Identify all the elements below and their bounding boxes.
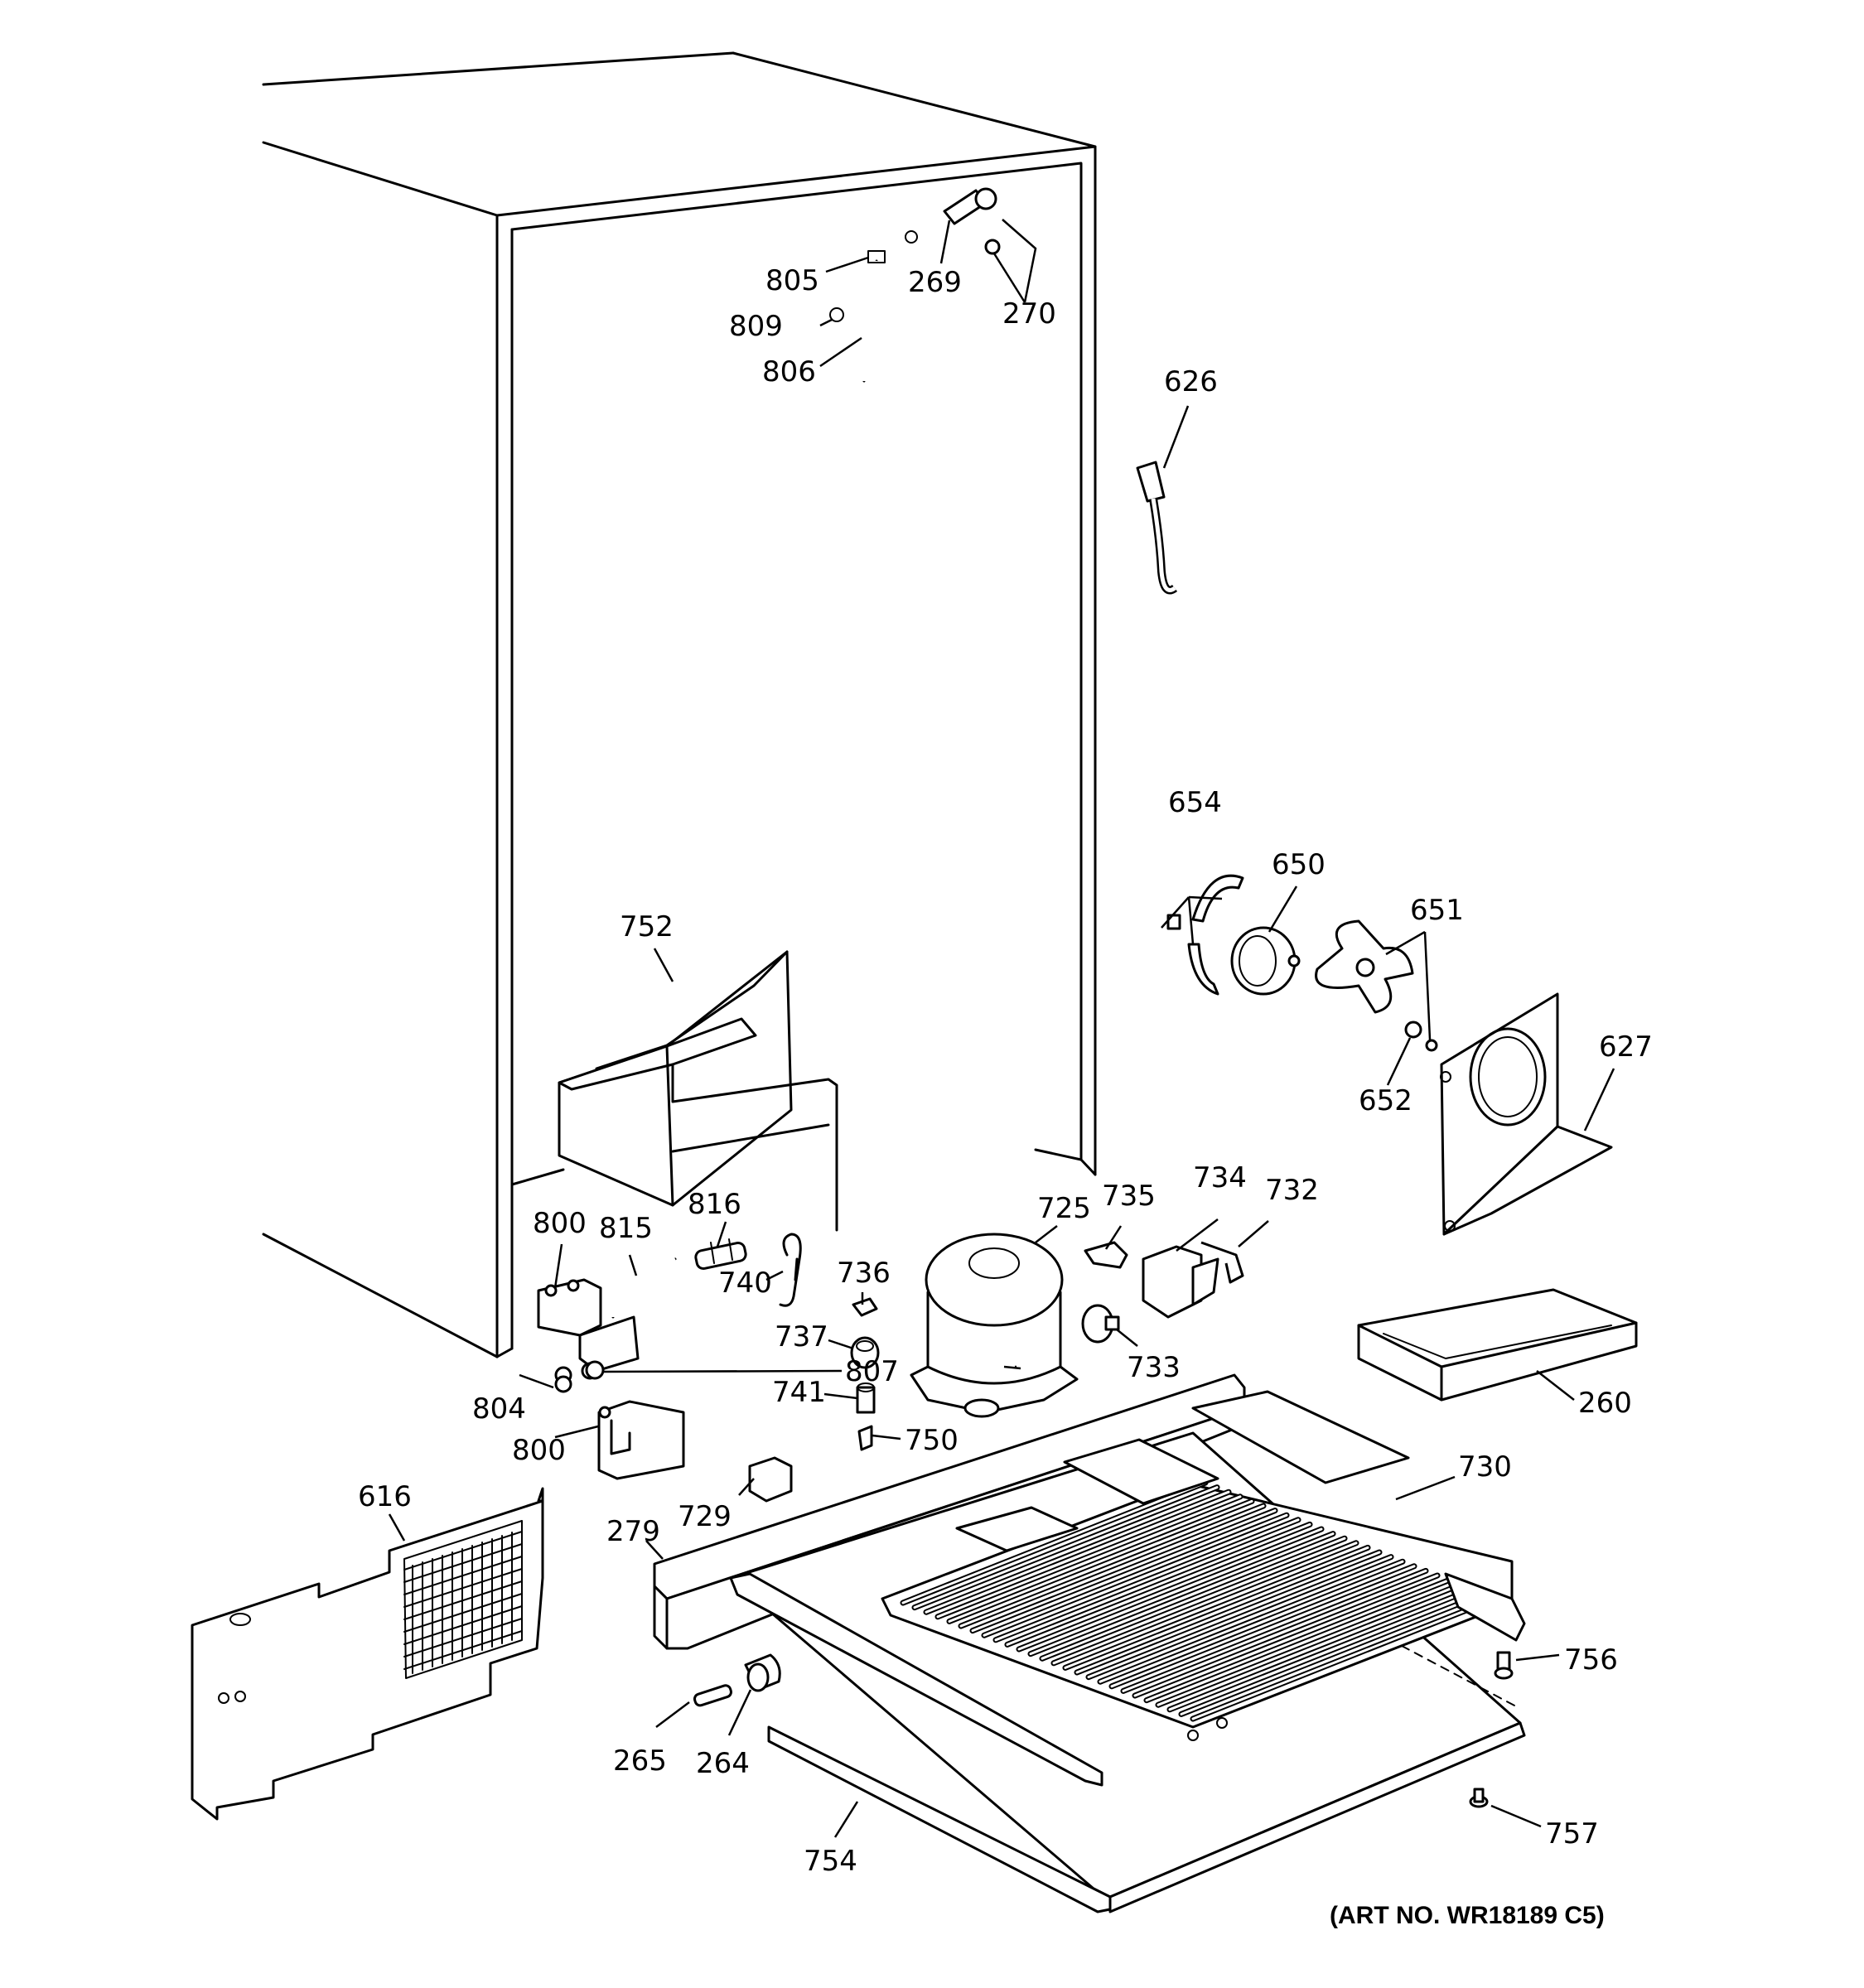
cover-732 bbox=[1200, 1241, 1244, 1284]
fan-bracket-654 bbox=[1166, 874, 1244, 996]
compressor-725 bbox=[910, 1233, 1079, 1418]
coil-tube-highlight bbox=[1029, 1532, 1335, 1656]
label-732: 732 bbox=[1265, 1174, 1319, 1207]
fitting-816 bbox=[694, 1238, 747, 1271]
coil-tube-highlight bbox=[1017, 1527, 1323, 1651]
label-260: 260 bbox=[1578, 1387, 1632, 1420]
label-815: 815 bbox=[599, 1212, 653, 1245]
coil-tube-highlight bbox=[1099, 1560, 1404, 1683]
coil-tube-highlight bbox=[1064, 1546, 1369, 1669]
label-816: 816 bbox=[688, 1188, 741, 1221]
label-269: 269 bbox=[908, 266, 962, 299]
capacitor-729 bbox=[748, 1456, 793, 1503]
drain-pan-260 bbox=[1357, 1288, 1638, 1402]
leveling-legs bbox=[1469, 1651, 1514, 1808]
label-757: 757 bbox=[1545, 1817, 1599, 1850]
coil-tube-highlight bbox=[1168, 1588, 1474, 1711]
label-737: 737 bbox=[775, 1320, 828, 1353]
label-729: 729 bbox=[678, 1500, 732, 1533]
label-654: 654 bbox=[1168, 786, 1222, 819]
label-616: 616 bbox=[358, 1480, 412, 1513]
compressor-compartment-752 bbox=[558, 950, 838, 1232]
coil-tube-highlight bbox=[1041, 1537, 1346, 1660]
coil-tube-highlight bbox=[1191, 1597, 1497, 1720]
condenser-coil-730 bbox=[881, 1390, 1526, 1729]
relay-734 bbox=[1142, 1245, 1219, 1319]
coil-tube-highlight bbox=[1075, 1551, 1381, 1674]
overload-733 bbox=[1081, 1304, 1120, 1344]
coil-tube-highlight bbox=[1133, 1574, 1439, 1697]
coil-tube-highlight bbox=[983, 1513, 1288, 1637]
part-labels: 805 809 806 269 270 626 654 650 651 627 … bbox=[358, 264, 1653, 1929]
label-800-bracket: 800 bbox=[512, 1434, 566, 1467]
valve-bracket-800 bbox=[597, 1400, 685, 1480]
label-734: 734 bbox=[1193, 1161, 1247, 1194]
label-800-valve: 800 bbox=[533, 1207, 587, 1240]
spacer-264-265 bbox=[693, 1653, 781, 1707]
label-627: 627 bbox=[1599, 1030, 1653, 1064]
label-735: 735 bbox=[1102, 1180, 1156, 1213]
coil-tube-highlight bbox=[1157, 1583, 1462, 1706]
label-806: 806 bbox=[762, 355, 816, 388]
coil-tube-highlight bbox=[1180, 1592, 1485, 1715]
fan-motor-650 bbox=[1230, 926, 1301, 996]
label-651: 651 bbox=[1410, 894, 1464, 927]
label-725: 725 bbox=[1037, 1192, 1091, 1225]
coil-tube-highlight bbox=[971, 1509, 1277, 1633]
coil-tube-highlight bbox=[901, 1481, 1207, 1604]
coil-tube-highlight bbox=[1122, 1569, 1427, 1692]
leader-lines bbox=[388, 219, 1615, 1838]
label-752: 752 bbox=[620, 910, 674, 943]
label-279: 279 bbox=[606, 1515, 660, 1548]
label-809: 809 bbox=[729, 310, 783, 343]
label-740: 740 bbox=[718, 1267, 772, 1300]
label-754: 754 bbox=[804, 1845, 857, 1878]
label-730: 730 bbox=[1458, 1450, 1512, 1484]
art-number: (ART NO. WR18189 C5) bbox=[1330, 1902, 1605, 1929]
coil-tube-highlight bbox=[1052, 1542, 1358, 1665]
label-270: 270 bbox=[1002, 297, 1056, 331]
clip-740 bbox=[779, 1233, 802, 1307]
coil-rows bbox=[900, 1479, 1499, 1722]
coil-tube-highlight bbox=[913, 1486, 1219, 1609]
label-736: 736 bbox=[837, 1257, 891, 1290]
coil-tube-highlight bbox=[936, 1495, 1242, 1619]
grille-616 bbox=[403, 1531, 523, 1674]
label-652: 652 bbox=[1359, 1084, 1412, 1117]
label-650: 650 bbox=[1272, 848, 1326, 881]
grommets bbox=[850, 1297, 880, 1451]
refrigerator-cabinet bbox=[262, 51, 1097, 1358]
label-804: 804 bbox=[472, 1392, 526, 1426]
fan-shroud-627 bbox=[1440, 992, 1613, 1236]
coil-tube-highlight bbox=[1145, 1579, 1451, 1702]
power-cord-626 bbox=[1136, 461, 1178, 595]
part-269 bbox=[943, 187, 1001, 255]
label-756: 756 bbox=[1564, 1643, 1618, 1677]
label-264: 264 bbox=[696, 1747, 750, 1780]
label-265: 265 bbox=[613, 1744, 667, 1778]
coil-tube-highlight bbox=[959, 1504, 1265, 1628]
coil-tube-highlight bbox=[994, 1518, 1300, 1642]
fan-blade-651 bbox=[1315, 919, 1438, 1052]
label-807: 807 bbox=[845, 1355, 899, 1388]
coil-tube-highlight bbox=[1006, 1522, 1311, 1646]
coil-tube-highlight bbox=[925, 1490, 1230, 1614]
coil-tube-highlight bbox=[948, 1499, 1253, 1623]
access-cover-616 bbox=[191, 1487, 544, 1821]
label-626: 626 bbox=[1164, 365, 1218, 398]
coil-tube-highlight bbox=[1087, 1556, 1393, 1679]
label-805: 805 bbox=[765, 264, 819, 297]
coil-tube-highlight bbox=[1110, 1565, 1416, 1688]
clip-735 bbox=[1084, 1241, 1128, 1269]
hose-806 bbox=[829, 250, 886, 383]
nuts-804-807 bbox=[554, 1360, 605, 1393]
label-750: 750 bbox=[905, 1424, 959, 1457]
water-valve-800 bbox=[537, 1257, 677, 1384]
label-733: 733 bbox=[1127, 1351, 1181, 1384]
label-741: 741 bbox=[772, 1376, 826, 1409]
